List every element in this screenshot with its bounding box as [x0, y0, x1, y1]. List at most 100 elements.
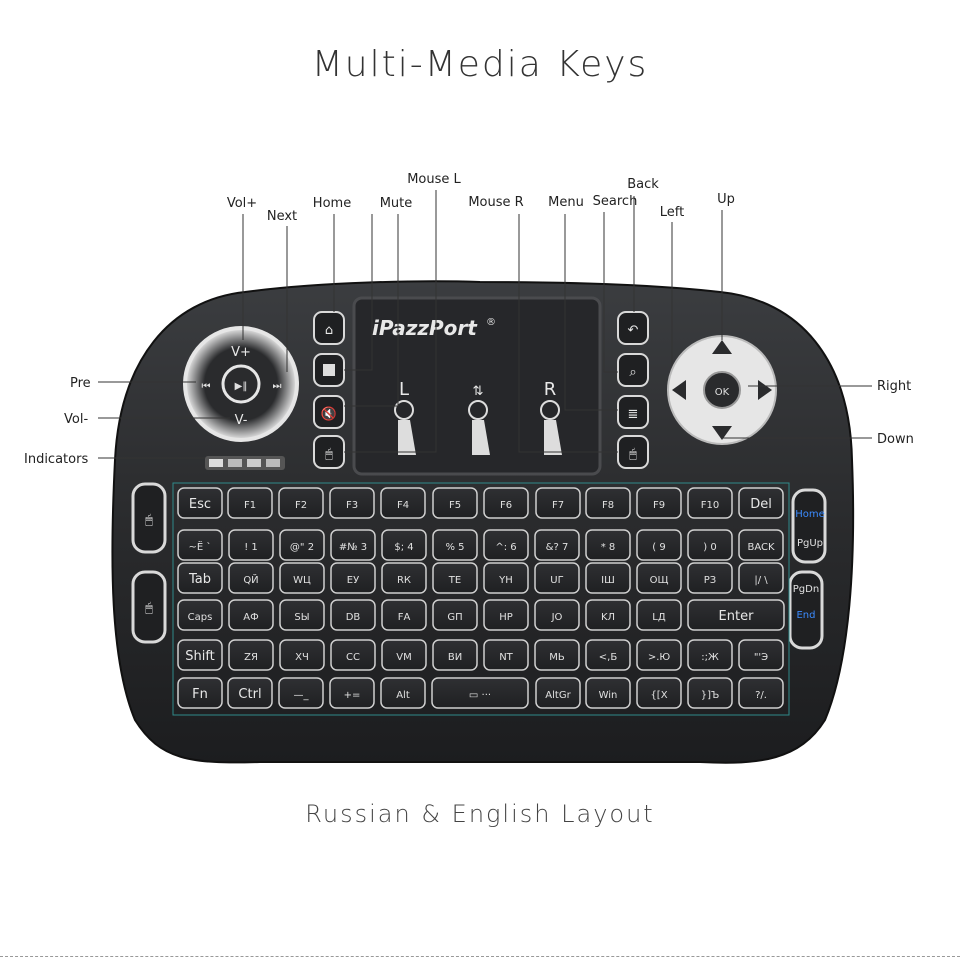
touchpad[interactable]	[352, 296, 602, 476]
key-letter[interactable]: MЬ	[534, 639, 580, 671]
key-back[interactable]: BACK	[738, 529, 784, 561]
right-mouse-side-button[interactable]	[131, 570, 167, 644]
key-letter-label: CС	[346, 652, 360, 663]
key-number[interactable]: &? 7	[534, 529, 580, 561]
key-letter[interactable]: :;Ж	[687, 639, 733, 671]
key-enter[interactable]: Enter	[687, 599, 785, 631]
mute-button[interactable]	[313, 395, 345, 429]
key-letter[interactable]: DВ	[330, 599, 376, 631]
key-letter[interactable]: HР	[483, 599, 529, 631]
key-number[interactable]: ( 9	[636, 529, 682, 561]
key-esc[interactable]: Esc	[177, 487, 223, 519]
key-letter[interactable]: QЙ	[228, 562, 274, 594]
side-pgup-label: PgUp	[797, 538, 823, 549]
home-button[interactable]	[313, 311, 345, 345]
key-letter[interactable]: NТ	[483, 639, 529, 671]
key-f2[interactable]: F2	[278, 487, 324, 519]
key-mod[interactable]: Ctrl	[227, 677, 273, 709]
key-number[interactable]: * 8	[585, 529, 631, 561]
key-f6[interactable]: F6	[483, 487, 529, 519]
key-letter[interactable]: RК	[381, 562, 427, 594]
key-mod[interactable]: {[Х	[636, 677, 682, 709]
key-fn[interactable]: Fn	[177, 677, 223, 709]
key-number[interactable]: #№ 3	[330, 529, 376, 561]
key-number[interactable]: % 5	[432, 529, 478, 561]
key-letter[interactable]: <,Б	[585, 639, 631, 671]
key-letter-label: FА	[398, 612, 411, 623]
key-letter[interactable]: VМ	[381, 639, 427, 671]
touchpad-left-label: L	[399, 379, 409, 400]
up-arrow-icon	[712, 340, 732, 354]
menu-button[interactable]	[617, 395, 649, 429]
search-button[interactable]	[617, 353, 649, 387]
key-number[interactable]: ) 0	[687, 529, 733, 561]
key-fn-label: Fn	[192, 687, 208, 702]
key-number[interactable]: ~Ё `	[177, 529, 223, 561]
key-letter[interactable]: ZЯ	[228, 639, 274, 671]
key-mod[interactable]: —_	[278, 677, 324, 709]
side-pgdn-label: PgDn	[793, 584, 819, 595]
key-mod[interactable]: }]Ъ	[687, 677, 733, 709]
key-letter[interactable]: UГ	[534, 562, 580, 594]
key-number-label: &? 7	[546, 542, 569, 553]
key-letter[interactable]: XЧ	[279, 639, 325, 671]
key-space[interactable]: ▭ ···	[431, 677, 529, 709]
callout-back: Back	[627, 177, 659, 192]
key-mod[interactable]: Alt	[380, 677, 426, 709]
key-f8[interactable]: F8	[585, 487, 631, 519]
callout-vol-up: Vol+	[227, 196, 257, 211]
left-function-buttons: ⌂ 🔇 🖱	[313, 311, 345, 469]
callout-pre: Pre	[70, 376, 91, 391]
key-letter[interactable]: PЗ	[687, 562, 733, 594]
key-letter[interactable]: "'Э	[738, 639, 784, 671]
key-letter[interactable]: |/ \	[738, 562, 784, 594]
key-letter[interactable]: OЩ	[636, 562, 682, 594]
callout-vol-down: Vol-	[64, 412, 88, 427]
key-letter[interactable]: LД	[636, 599, 682, 631]
key-number[interactable]: ^: 6	[483, 529, 529, 561]
key-letter[interactable]: JО	[534, 599, 580, 631]
key-f4[interactable]: F4	[380, 487, 426, 519]
callout-left: Left	[660, 205, 684, 220]
play-pause-button[interactable]	[221, 364, 261, 404]
key-mod-label: Win	[599, 690, 618, 701]
key-f10[interactable]: F10	[687, 487, 733, 519]
key-f3[interactable]: F3	[329, 487, 375, 519]
key-letter[interactable]: EУ	[330, 562, 376, 594]
key-letter[interactable]: >.Ю	[636, 639, 682, 671]
key-number[interactable]: ! 1	[228, 529, 274, 561]
key-letter[interactable]: Caps	[177, 599, 223, 631]
key-letter[interactable]: TЕ	[432, 562, 478, 594]
left-mouse-side-button[interactable]	[131, 482, 167, 554]
pgdn-end-side-key[interactable]	[788, 570, 824, 650]
key-letter[interactable]: WЦ	[279, 562, 325, 594]
key-letter[interactable]: CС	[330, 639, 376, 671]
key-mod[interactable]: AltGr	[535, 677, 581, 709]
key-del[interactable]: Del	[738, 487, 784, 519]
key-mod[interactable]: +=	[329, 677, 375, 709]
key-letter[interactable]: Tab	[177, 562, 223, 594]
key-letter[interactable]: IШ	[585, 562, 631, 594]
key-letter[interactable]: GП	[432, 599, 478, 631]
key-letter[interactable]: BИ	[432, 639, 478, 671]
key-letter[interactable]: Shift	[177, 639, 223, 671]
key-number[interactable]: $; 4	[381, 529, 427, 561]
key-letter[interactable]: SЫ	[279, 599, 325, 631]
key-mod[interactable]: Win	[585, 677, 631, 709]
key-letter[interactable]: KЛ	[585, 599, 631, 631]
key-f9[interactable]: F9	[636, 487, 682, 519]
back-button[interactable]	[617, 311, 649, 345]
key-number[interactable]: @" 2	[279, 529, 325, 561]
scroll-arrows-icon: ⇅	[473, 384, 484, 399]
key-f1[interactable]: F1	[227, 487, 273, 519]
key-mod[interactable]: ?/.	[738, 677, 784, 709]
key-letter[interactable]: AФ	[228, 599, 274, 631]
key-letter[interactable]: YН	[483, 562, 529, 594]
key-f5[interactable]: F5	[432, 487, 478, 519]
key-letter[interactable]: FА	[381, 599, 427, 631]
key-letter-label: BИ	[448, 652, 462, 663]
ok-button[interactable]	[703, 371, 741, 409]
key-f7[interactable]: F7	[535, 487, 581, 519]
home-pgup-side-key[interactable]	[791, 488, 827, 564]
